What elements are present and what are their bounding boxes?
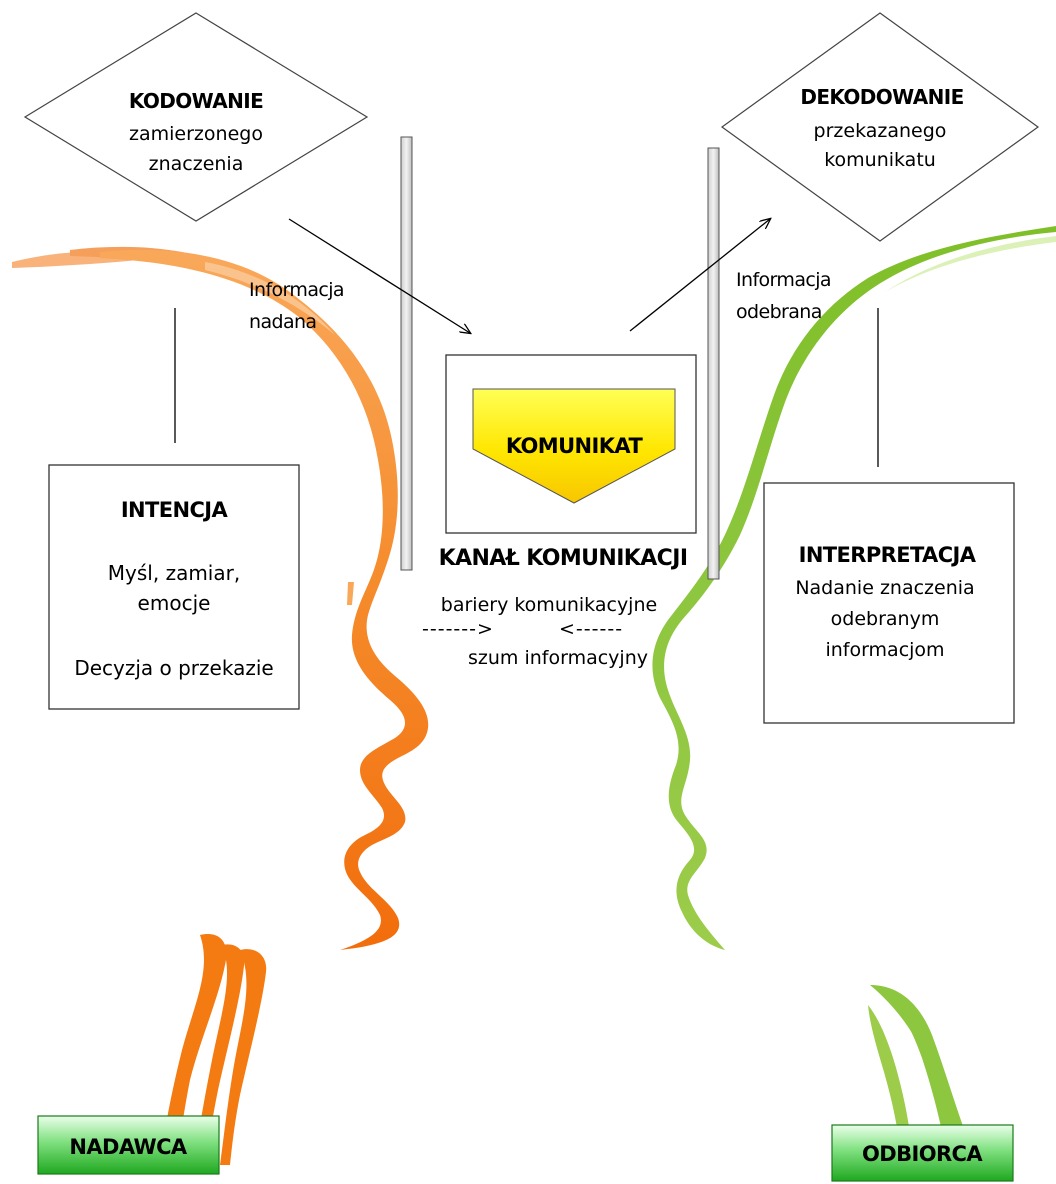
encoding-title: KODOWANIE [129,89,263,113]
noise-label: szum informacyjny [468,647,648,669]
interpretation-box: INTERPRETACJA Nadanie znaczenia odebrany… [763,482,1015,724]
sender-label: NADAWCA [69,1135,188,1159]
message-label: KOMUNIKAT [506,434,644,458]
barriers-label: bariery komunikacyjne [441,594,657,616]
intention-line3: Decyzja o przekazie [74,656,273,680]
sender-speck [347,582,354,605]
sender-channel-bar [400,136,413,571]
sender-neck-stroke [194,944,245,1165]
message-box: KOMUNIKAT [445,354,697,534]
sender-neck-stroke [220,949,267,1165]
decoding-title: DEKODOWANIE [800,85,963,109]
intention-line2: emocje [138,591,211,615]
decoding-diamond-shape [720,12,1040,242]
message-to-decoding-arrow [629,219,770,332]
sender-badge: NADAWCA [37,1115,220,1175]
receiver-neck-stroke [890,1000,958,1150]
channel-arrow-left: -------> [422,618,494,640]
interpretation-line1: Nadanie znaczenia [795,577,974,599]
encoding-line1: zamierzonego [129,123,263,145]
sender-face-highlight [205,262,335,335]
encoding-diamond-shape [23,12,369,222]
interpretation-title: INTERPRETACJA [799,543,977,567]
encoding-line2: znaczenia [149,153,244,175]
intention-line1: Myśl, zamiar, [108,561,240,585]
interpretation-frame [763,482,1015,724]
receiver-neck-stroke [868,1005,912,1150]
decoding-line1: przekazanego [814,120,947,142]
sent-info-line2: nadana [249,311,316,333]
sent-info-line1: Informacja [249,279,344,301]
receiver-face-profile [652,226,1056,1168]
sender-neck-stroke [160,934,227,1165]
receiver-badge: ODBIORCA [831,1124,1014,1182]
interpretation-line2: odebranym [831,608,940,630]
intention-box: INTENCJA Myśl, zamiar, emocje Decyzja o … [48,464,300,710]
sender-face-profile [12,246,429,1165]
message-shape [472,388,676,504]
receiver-badge-frame [831,1124,1014,1182]
channel-arrow-right: <------ [559,618,623,640]
received-info-line1: Informacja [736,269,831,291]
intention-title: INTENCJA [121,498,229,522]
decoding-line2: komunikatu [824,149,936,171]
receiver-channel-bar [707,147,720,580]
received-info-line2: odebrana [736,301,822,323]
channel-label: KANAŁ KOMUNIKACJI [439,546,688,571]
sender-badge-frame [37,1115,220,1175]
encoding-to-message-arrow [288,218,470,333]
interpretation-line3: informacjom [825,639,944,661]
sender-face-stroke [100,249,429,950]
receiver-face-highlight [885,236,1056,292]
intention-frame [48,464,300,710]
encoding-diamond: KODOWANIE zamierzonego znaczenia [23,12,369,222]
receiver-label: ODBIORCA [862,1142,983,1166]
decoding-diamond: DEKODOWANIE przekazanego komunikatu [720,12,1040,242]
